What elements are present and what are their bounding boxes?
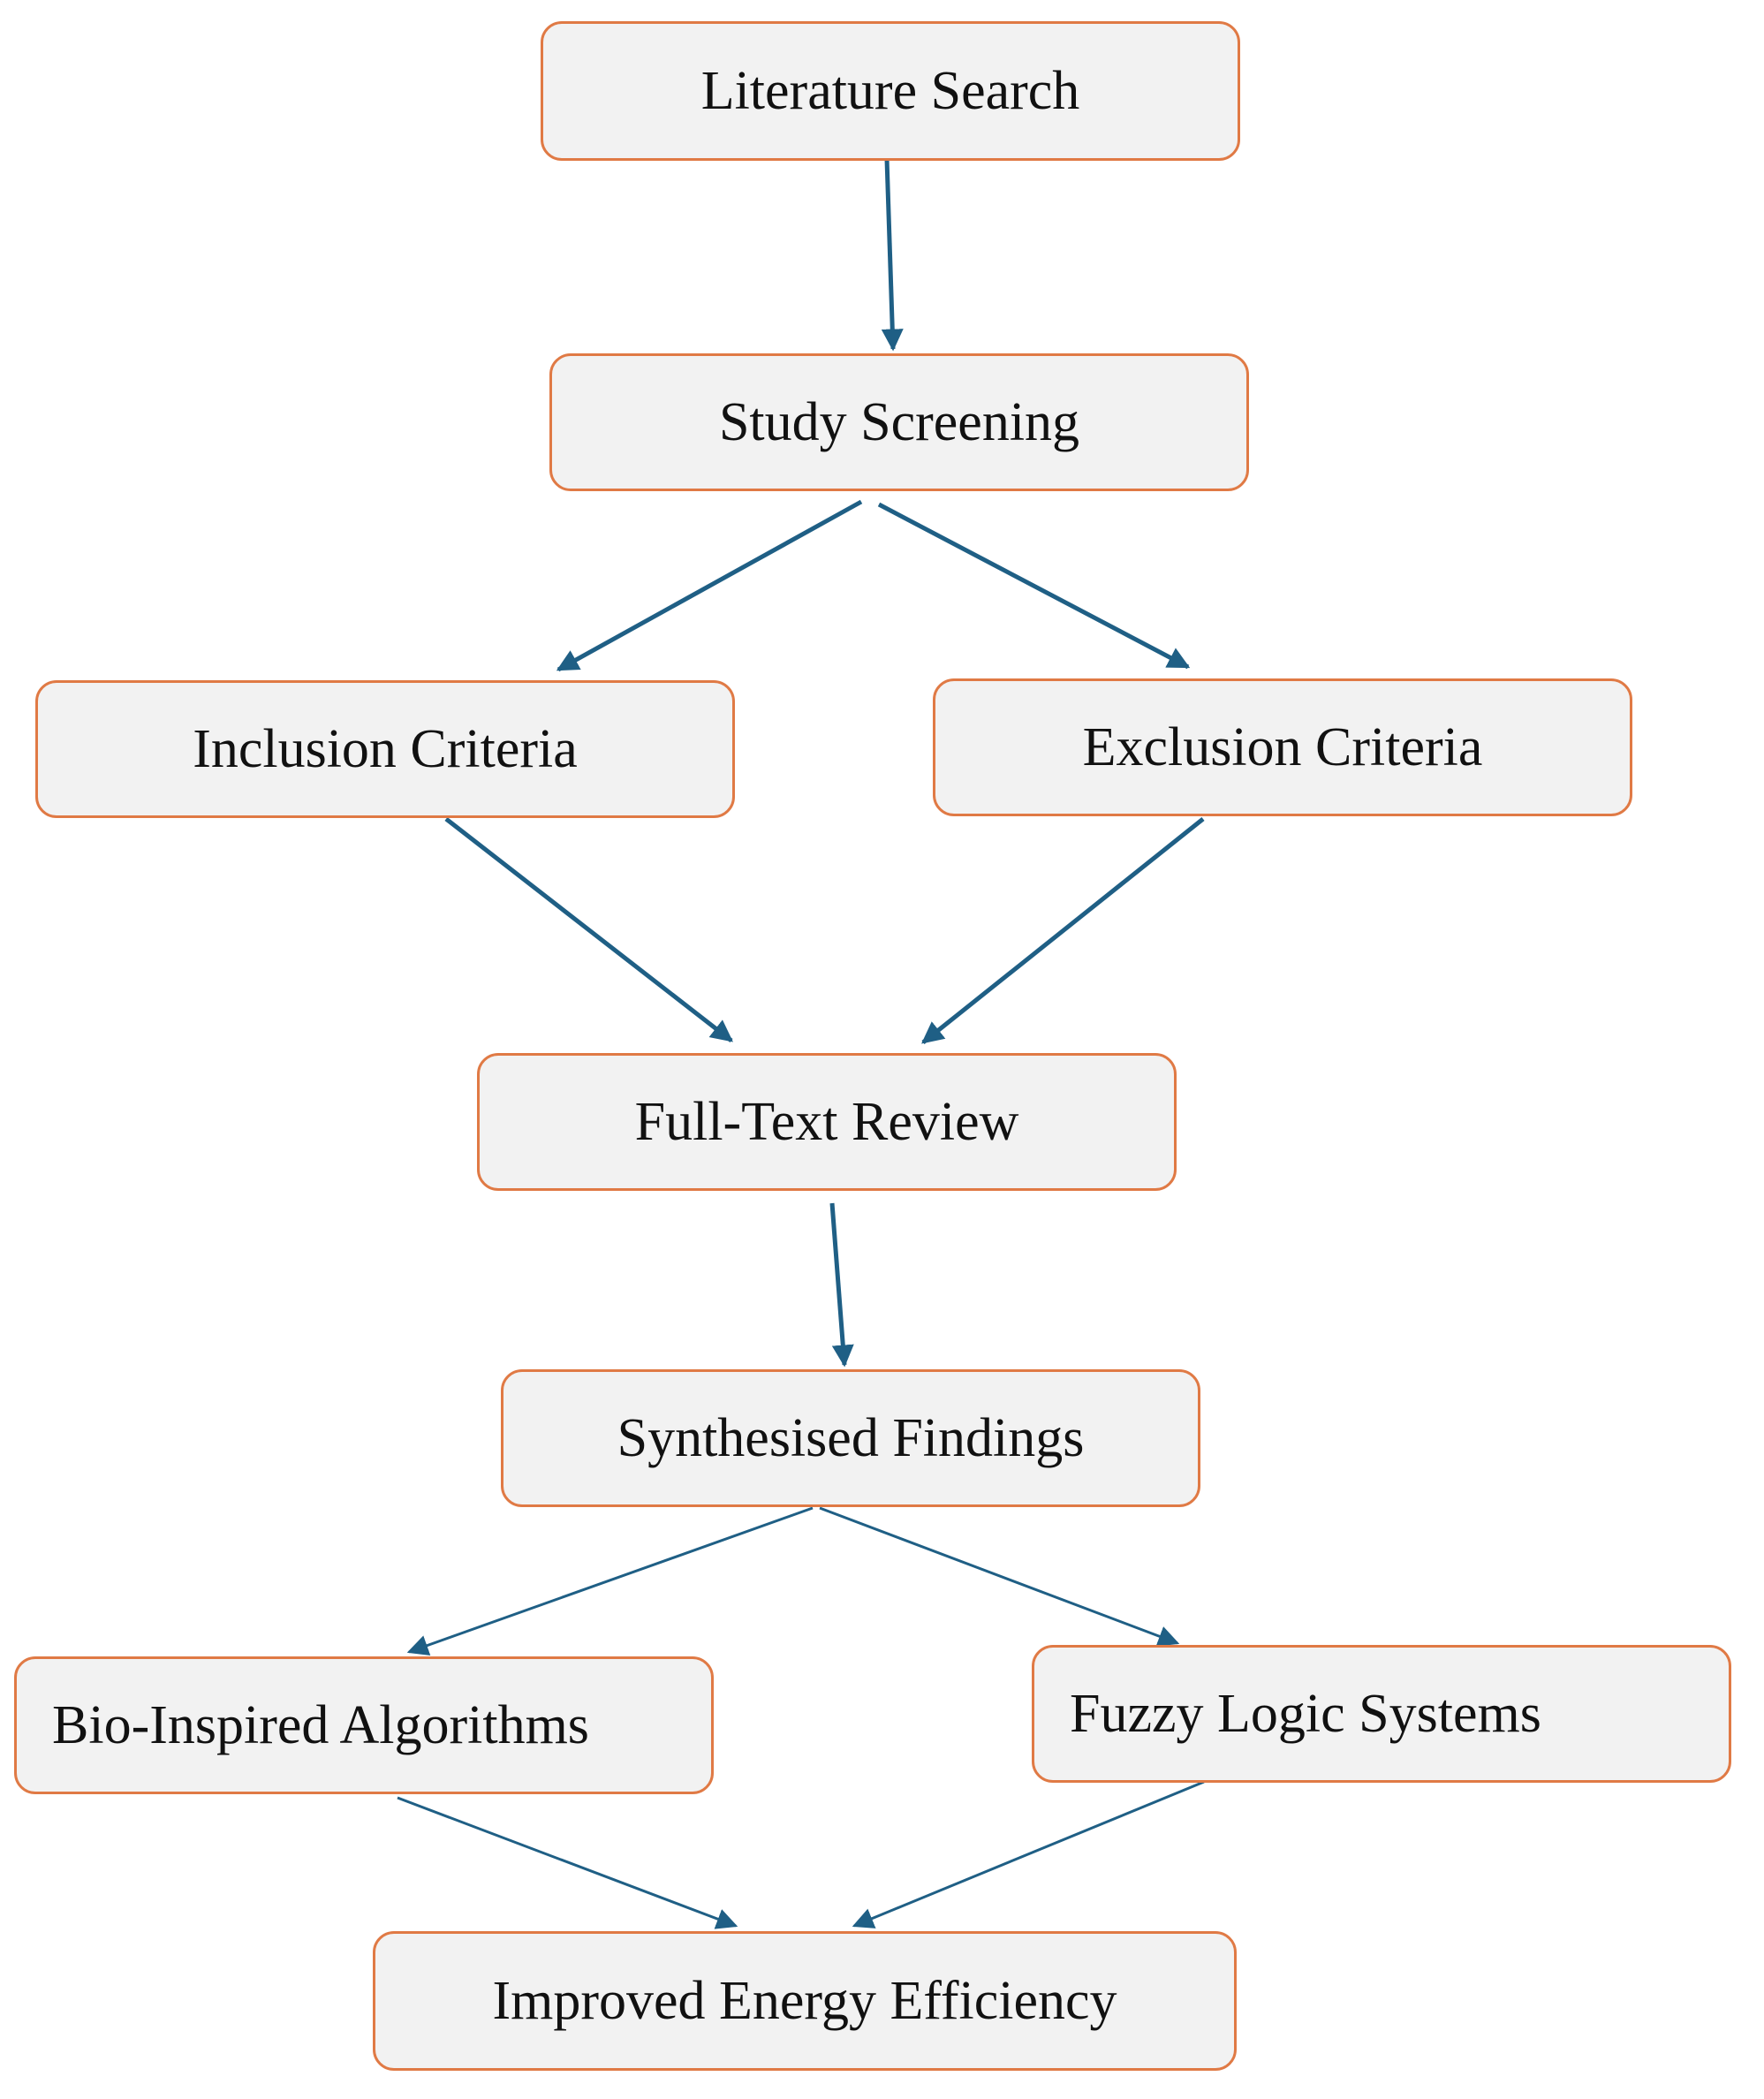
arrow-literature-search-to-study-screening [881,158,904,352]
node-label: Inclusion Criteria [193,718,578,779]
node-label: Synthesised Findings [617,1407,1085,1468]
node-study-screening: Study Screening [549,353,1249,491]
node-label: Full-Text Review [634,1091,1019,1152]
arrow-full-text-review-to-synthesised-findings [829,1202,854,1368]
node-label: Literature Search [700,60,1080,121]
arrow-study-screening-to-inclusion-criteria [556,499,863,672]
node-label: Study Screening [718,391,1080,452]
arrow-synthesised-findings-to-fuzzy-logic-systems [819,1506,1180,1647]
arrow-bio-inspired-algorithms-to-improved-energy-efficiency [397,1796,738,1929]
node-improved-energy-efficiency: Improved Energy Efficiency [373,1931,1237,2071]
node-bio-inspired-algorithms: Bio-Inspired Algorithms [14,1656,714,1794]
node-inclusion-criteria: Inclusion Criteria [35,680,735,818]
node-label: Bio-Inspired Algorithms [52,1694,589,1755]
arrow-fuzzy-logic-systems-to-improved-energy-efficiency [852,1780,1205,1929]
arrow-study-screening-to-exclusion-criteria [877,502,1191,670]
node-label: Exclusion Criteria [1082,716,1483,777]
node-synthesised-findings: Synthesised Findings [501,1369,1200,1507]
arrow-exclusion-criteria-to-full-text-review [921,817,1205,1044]
arrow-synthesised-findings-to-bio-inspired-algorithms [406,1506,814,1656]
node-label: Fuzzy Logic Systems [1070,1683,1541,1744]
arrow-inclusion-criteria-to-full-text-review [444,817,733,1042]
node-label: Improved Energy Efficiency [492,1970,1117,2031]
node-full-text-review: Full-Text Review [477,1053,1177,1191]
node-literature-search: Literature Search [541,21,1240,161]
node-fuzzy-logic-systems: Fuzzy Logic Systems [1032,1645,1731,1783]
node-exclusion-criteria: Exclusion Criteria [933,678,1632,816]
